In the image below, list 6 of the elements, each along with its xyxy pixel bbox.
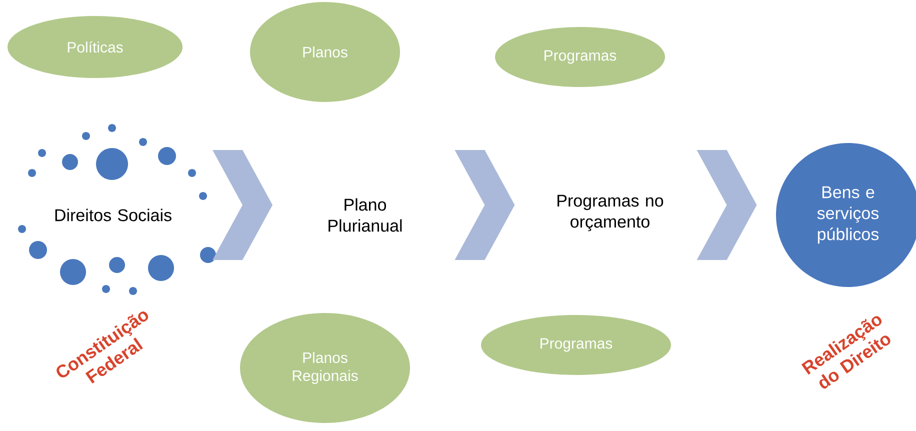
title-text: Direitos Sociais bbox=[55, 208, 172, 222]
step-text: Programas no orçamento bbox=[558, 194, 664, 232]
chevron-arrow bbox=[696, 150, 757, 260]
step-text: Plano Plurianual bbox=[328, 198, 402, 232]
chevron-arrow bbox=[212, 150, 273, 260]
chevron-arrow bbox=[454, 150, 515, 260]
